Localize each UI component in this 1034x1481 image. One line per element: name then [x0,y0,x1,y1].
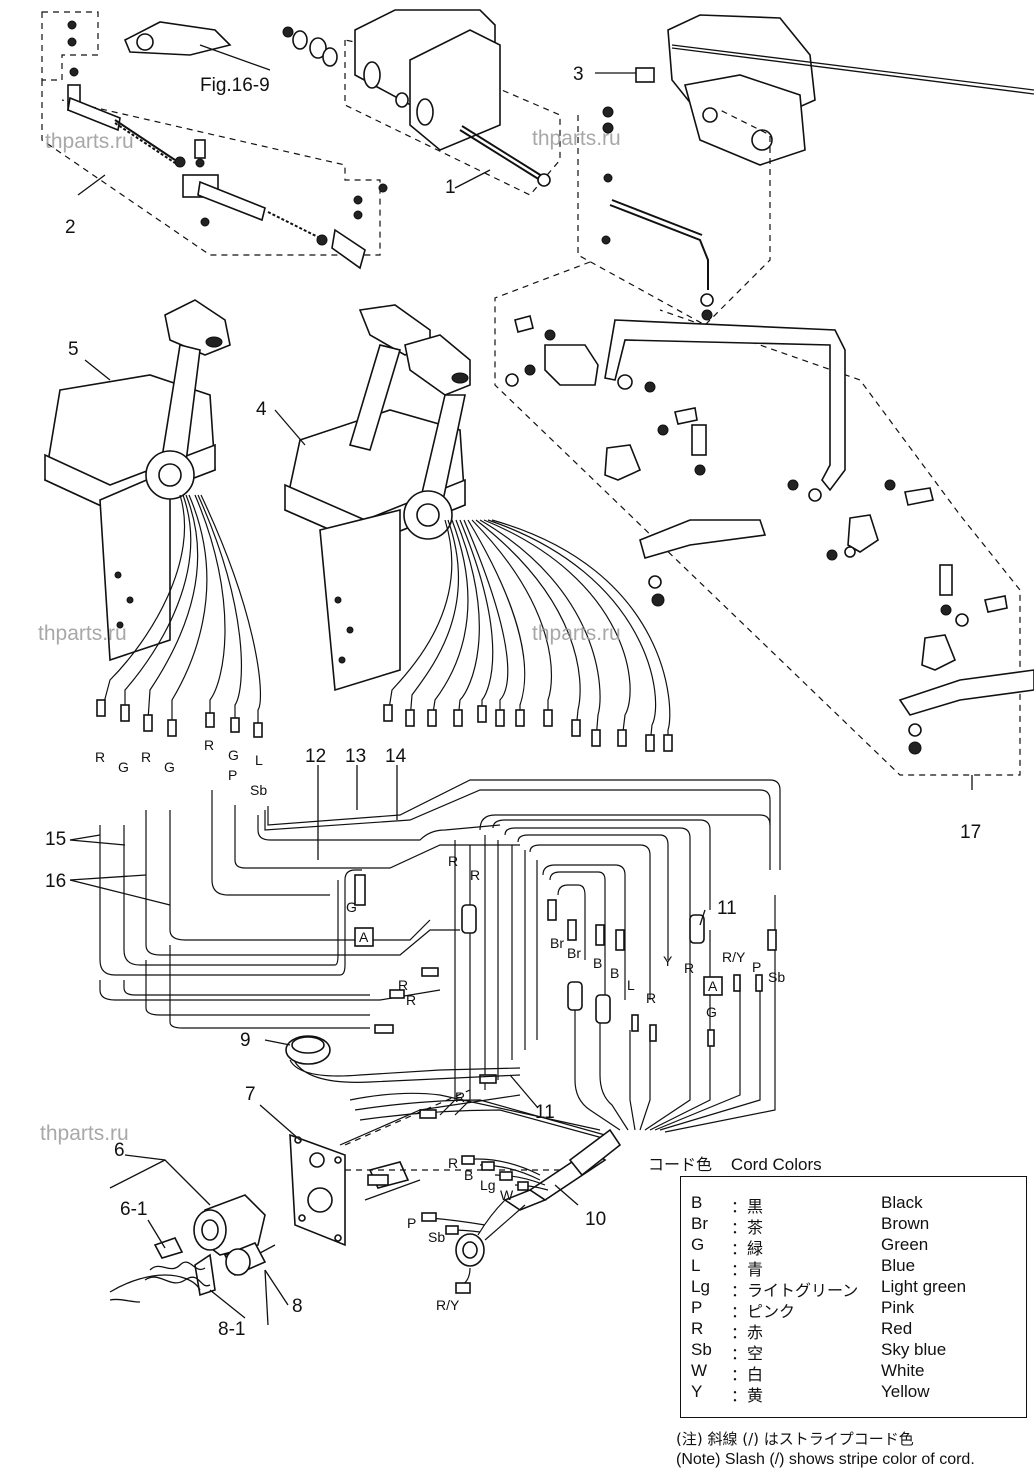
switch-panel [109,1089,590,1303]
callout-17: 17 [960,822,981,843]
wires-twin-lever [387,519,671,746]
wire-label: B [464,1167,473,1183]
watermark: thparts.ru [38,622,127,645]
wire-label: R [470,867,480,883]
buzzer [285,1035,521,1083]
wire-label: R [684,960,694,976]
wire-label: Sb [428,1229,445,1245]
wire-label: W [500,1187,514,1203]
connector-ends-top [96,699,673,752]
callout-6-1: 6-1 [120,1199,147,1220]
wire-label: R/Y [436,1297,460,1313]
wire-label: Sb [250,782,267,798]
watermark: thparts.ru [45,130,134,153]
wire-label: Lg [480,1177,496,1193]
note-en: (Note) Slash (/) shows stripe color of c… [676,1451,975,1468]
callout-11-bottom: 11 [535,1102,555,1123]
callout-12: 12 [305,746,326,767]
callout-3: 3 [573,64,584,85]
wire-label: G [706,1004,717,1020]
callout-8-1: 8-1 [218,1319,245,1340]
wire-labels-center: R R G Br Br B B L R Y R R/Y P Sb G R R R [346,853,785,1105]
harness-connector [364,1128,622,1294]
single-lever-control [44,299,231,662]
wire-label: G [228,747,239,763]
wire-label: Sb [768,969,785,985]
note-jp: (注) 斜線 (/) はストライプコード色 [676,1430,914,1448]
callout-13: 13 [345,746,366,767]
wire-label: R [95,749,105,765]
wire-label: R [646,990,656,1006]
callout-11-top: 11 [717,898,737,919]
wire-label: L [627,977,635,993]
extension-harness [99,779,781,1029]
wire-label: R [141,749,151,765]
mounting-bracket-assembly [494,261,1034,790]
wire-label: B [593,955,602,971]
watermark: thparts.ru [40,1122,129,1145]
box-marker-a: A [708,978,718,994]
figure-reference: Fig.16-9 [200,75,270,96]
mid-connectors [354,874,777,1119]
callout-2: 2 [65,217,76,238]
wire-label: G [346,899,357,915]
leader-lines [69,72,706,1326]
wire-label: Br [550,935,564,951]
twin-lever-control [284,304,471,692]
bracket-assembly-1 [282,9,561,196]
callout-16: 16 [45,871,66,892]
wire-label: R [204,737,214,753]
wire-label: R [448,1155,458,1171]
wires-single-lever [101,494,261,735]
wire-label: B [610,965,619,981]
wire-label: Br [567,945,581,961]
wire-label: R [398,977,408,993]
legend-title-en: Cord Colors [730,1155,822,1174]
legend-title: コード色 Cord Colors [648,1151,822,1175]
wire-label: R [455,1089,465,1105]
wire-label: P [407,1215,416,1231]
callout-1: 1 [445,177,456,198]
wire-label: Y [663,953,673,969]
main-harness [339,814,776,1146]
callout-14: 14 [385,746,407,767]
throttle-bracket [577,14,1034,326]
wire-label: G [164,759,175,775]
wire-label: R [406,992,416,1008]
wire-label: L [255,752,263,768]
callout-8: 8 [292,1296,303,1317]
watermarks: thparts.ru thparts.ru thparts.ru thparts… [38,127,621,1145]
wire-label: R/Y [722,949,746,965]
linkage-assembly [41,11,388,270]
callout-4: 4 [256,399,267,420]
wire-label: P [228,767,237,783]
wire-label: R [448,853,458,869]
legend-title-jp: コード色 [648,1155,713,1174]
wire-labels-connector: R B Lg W P Sb R/Y [407,1155,514,1313]
wire-labels-left: R G R G R G L P Sb [95,737,267,798]
callout-10: 10 [585,1209,606,1230]
callout-6: 6 [114,1140,125,1161]
watermark: thparts.ru [532,622,621,645]
box-markers: A A [354,927,723,996]
callout-5: 5 [68,339,79,360]
callout-15: 15 [45,829,66,850]
callout-9: 9 [240,1030,251,1051]
callout-7: 7 [245,1084,256,1105]
watermark: thparts.ru [532,127,621,150]
wire-label: P [752,959,761,975]
wire-label: G [118,759,129,775]
box-marker-a: A [359,929,369,945]
callout-labels: Fig.16-9 1 2 3 4 5 6 6-1 7 8 8-1 9 10 11… [45,64,981,1340]
